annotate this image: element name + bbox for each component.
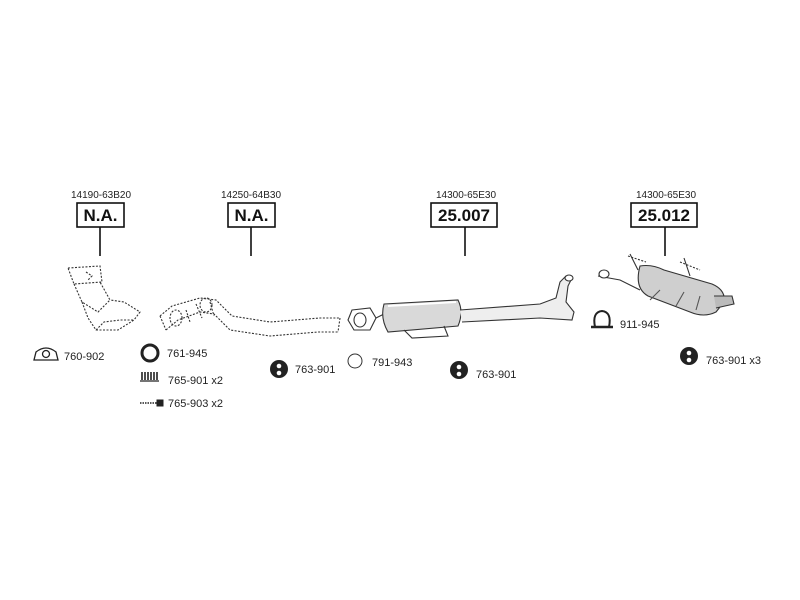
accessory-code: 760-902 [64, 351, 104, 363]
front-pipe-drawing [67, 265, 141, 331]
accessory-code: 765-903 x2 [168, 398, 223, 410]
part-intermediate-pipe[interactable]: 14250-64B30 N.A. [159, 190, 341, 337]
rubber-mount-icon [450, 361, 468, 379]
rear-silencer-drawing [597, 253, 735, 316]
part-code-box [630, 202, 698, 228]
accessory-code: 791-943 [372, 357, 412, 369]
accessory-rubber-mount[interactable]: 763-901 [450, 361, 516, 381]
accessory-rubber-mount[interactable]: 763-901 x3 [680, 347, 761, 367]
accessory-code: 765-901 x2 [168, 375, 223, 387]
part-code: 25.007 [438, 206, 490, 225]
accessory-code: 763-901 x3 [706, 355, 761, 367]
accessory-bolt[interactable]: 765-903 x2 [140, 398, 223, 410]
o-ring-icon [347, 353, 363, 369]
accessory-code: 761-945 [167, 348, 207, 360]
accessory-gasket[interactable]: 760-902 [33, 347, 104, 363]
accessory-code: 763-901 [476, 369, 516, 381]
spring-icon [140, 372, 159, 382]
part-code-box [227, 202, 276, 228]
accessory-o-ring[interactable]: 791-943 [347, 353, 412, 369]
rubber-mount-icon [270, 360, 288, 378]
ring-icon [140, 343, 160, 363]
bolt-icon [140, 399, 164, 407]
gasket-icon [33, 347, 59, 361]
part-code: 25.012 [638, 206, 690, 225]
part-middle-silencer[interactable]: 14300-65E30 25.007 [347, 190, 575, 339]
part-code: N.A. [235, 206, 269, 225]
accessory-clamp[interactable]: 911-945 [591, 309, 660, 331]
oem-number: 14300-65E30 [636, 190, 696, 201]
part-rear-silencer[interactable]: 14300-65E30 25.012 [597, 190, 735, 316]
clamp-icon [591, 309, 613, 329]
part-code: N.A. [84, 206, 118, 225]
accessory-spring[interactable]: 765-901 x2 [140, 372, 223, 387]
accessory-code: 763-901 [295, 364, 335, 376]
oem-number: 14190-63B20 [71, 190, 131, 201]
intermediate-pipe-drawing [159, 297, 341, 337]
oem-number: 14250-64B30 [221, 190, 281, 201]
oem-number: 14300-65E30 [436, 190, 496, 201]
rubber-mount-icon [680, 347, 698, 365]
accessory-rubber-mount[interactable]: 763-901 [270, 360, 335, 378]
accessory-ring[interactable]: 761-945 [140, 343, 207, 363]
middle-silencer-drawing [347, 274, 575, 339]
part-front-pipe[interactable]: 14190-63B20 N.A. [67, 190, 141, 331]
part-code-box [430, 202, 498, 228]
accessory-code: 911-945 [620, 319, 660, 331]
